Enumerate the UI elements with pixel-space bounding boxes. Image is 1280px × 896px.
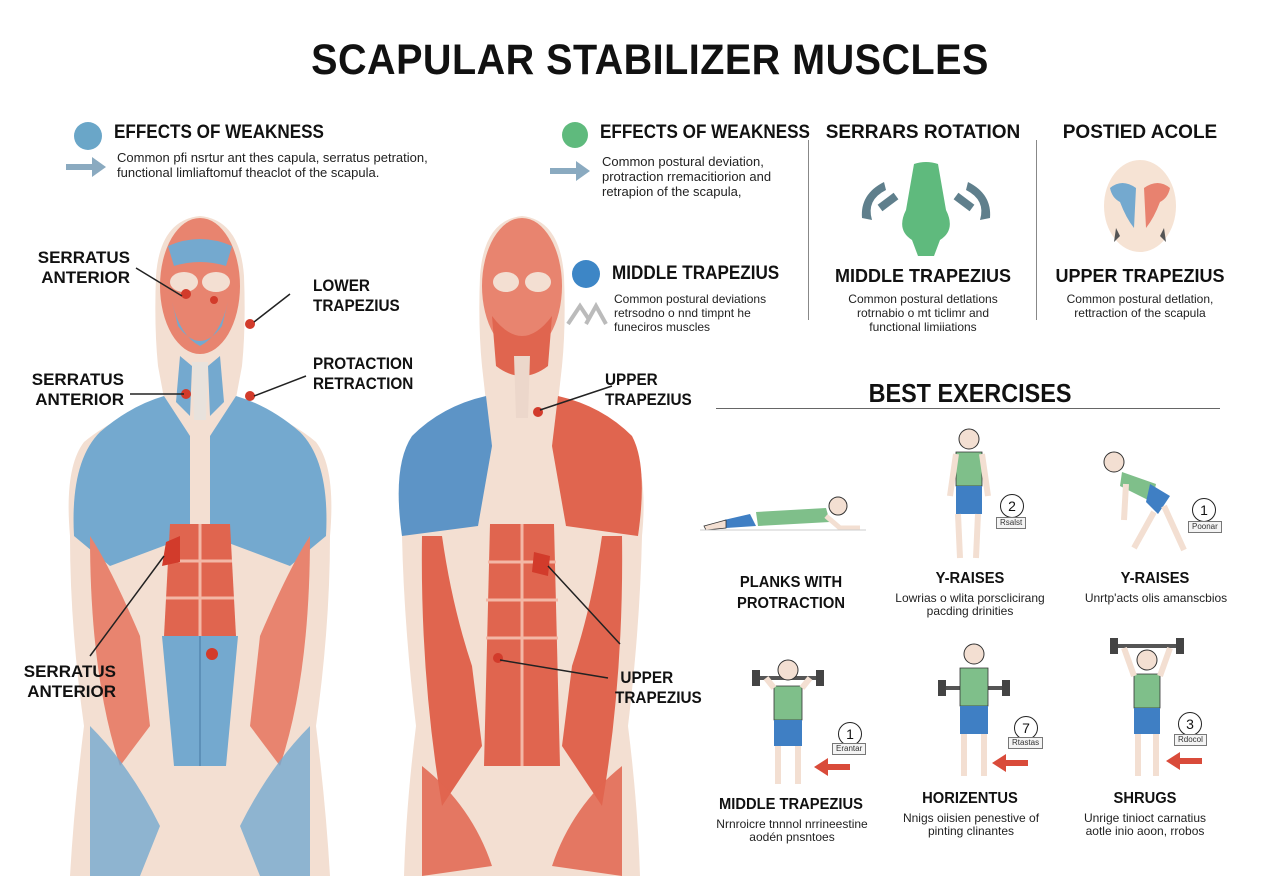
label-lower-trapezius: LOWER TRAPEZIUS — [313, 276, 400, 315]
info-text-line: protraction rremacitiorion and — [602, 169, 772, 184]
exercise-tag: Poonar — [1188, 521, 1222, 533]
arrow-right-icon — [550, 161, 590, 181]
panel-text-line: rotrnabio o mt ticlimr and — [856, 306, 990, 320]
arrow-left-icon — [992, 754, 1028, 772]
arrow-left-icon — [1166, 752, 1202, 770]
panel-postied-acole: POSTIED ACOLE UPPER TRAPEZIUS Common pos… — [1040, 120, 1240, 340]
blue-dot-icon — [74, 122, 102, 150]
crossed-arrows-icon — [566, 301, 608, 326]
panel-subheading: MIDDLE TRAPEZIUS — [834, 266, 1011, 286]
panel-text-line: functional limiiations — [869, 320, 977, 334]
panel-text-line: rettraction of the scapula — [1074, 306, 1206, 320]
exercise-desc: Unrige tinioct carnatius — [1083, 811, 1207, 825]
exercise-tag: Rdocol — [1174, 734, 1207, 746]
label-serratus-anterior-middle: SERRATUS ANTERIOR — [31, 370, 124, 409]
anatomy-figure-left — [68, 216, 332, 876]
info-heading: MIDDLE TRAPEZIUS — [612, 263, 780, 284]
info-block-weakness-2: EFFECTS OF WEAKNESS Common postural devi… — [548, 120, 810, 200]
blue-dot-icon — [572, 260, 600, 288]
exercise-name: MIDDLE TRAPEZIUS — [719, 796, 863, 813]
divider — [1036, 140, 1037, 320]
exercise-name: SHRUGS — [1113, 790, 1177, 807]
plank-figure-icon — [700, 496, 866, 531]
divider — [808, 140, 809, 320]
info-heading: EFFECTS OF WEAKNESS — [600, 122, 810, 143]
info-text-line: Common pfi nsrtur ant thes capula, serra… — [117, 150, 428, 165]
label-protaction-retraction: PROTACTION RETRACTION — [313, 354, 414, 393]
exercise-badge: 1 — [838, 722, 862, 746]
exercise-desc: Lowrias o wlita porsclicirang — [895, 591, 1045, 605]
exercise-name: Y-RAISES — [935, 570, 1005, 587]
exercise-tag: Erantar — [832, 743, 867, 755]
exercise-desc: aotle inio aoon, rrobos — [1085, 824, 1205, 838]
exercise-desc: aodén pnsntoes — [749, 830, 835, 844]
panel-text-line: Common postural detlation, — [1066, 292, 1214, 306]
rotation-muscle-icon — [861, 162, 991, 256]
label-serratus-anterior-bottom: SERRATUS ANTERIOR — [23, 662, 116, 701]
panel-text-line: Common postural detlations — [848, 292, 998, 306]
exercise-badge: 3 — [1178, 712, 1202, 736]
anatomy-figure-right — [398, 216, 644, 876]
label-serratus-anterior-top: SERRATUS ANTERIOR — [37, 248, 130, 287]
exercises-divider — [716, 408, 1220, 409]
exercise-name: PLANKS WITH PROTRACTION — [737, 574, 845, 612]
panel-serrars-rotation: SERRARS ROTATION MIDDLE TRAPEZIUS Common… — [812, 120, 1034, 340]
barbell-row-figure-icon — [938, 643, 1010, 776]
exercise-desc: Nrnroicre tnnnol nrrineestine — [716, 817, 868, 831]
info-text-line: funeciros muscles — [614, 320, 711, 334]
green-dot-icon — [562, 122, 588, 148]
exercise-badge: 2 — [1000, 494, 1024, 518]
overhead-press-figure-icon — [1110, 638, 1184, 776]
info-heading: EFFECTS OF WEAKNESS — [114, 122, 324, 143]
info-block-weakness-1: EFFECTS OF WEAKNESS Common pfi nsrtur an… — [66, 120, 534, 190]
exercises-heading: BEST EXERCISES — [868, 378, 1072, 408]
exercise-badge: 7 — [1014, 716, 1038, 740]
page-title: SCAPULAR STABILIZER MUSCLES — [311, 36, 989, 84]
panel-heading: SERRARS ROTATION — [825, 122, 1021, 143]
info-text-line: Common postural deviations — [614, 292, 767, 306]
info-text-line: functional limliaftomuf theaclot of the … — [117, 165, 380, 180]
arrow-right-icon — [66, 157, 106, 177]
info-text-line: Common postural deviation, — [602, 154, 764, 169]
exercise-desc: Unrtp'acts olis amanscbios — [1084, 591, 1228, 605]
info-text-line: retrsodno o nnd timpnt he — [614, 306, 751, 320]
exercise-desc: Nnigs oiisien penestive of — [902, 811, 1040, 825]
exercise-tag: Rsalst — [996, 517, 1027, 529]
exercise-desc: pinting clinantes — [927, 824, 1015, 838]
bending-figure-icon — [1103, 451, 1187, 552]
info-block-middle-trapezius: MIDDLE TRAPEZIUS Common postural deviati… — [560, 258, 810, 338]
panel-heading: POSTIED ACOLE — [1062, 122, 1218, 143]
exercise-desc: pacding drinities — [926, 604, 1014, 618]
scapula-muscle-icon — [1104, 160, 1176, 252]
exercise-tag: Rtastas — [1008, 737, 1044, 749]
exercise-name: Y-RAISES — [1120, 570, 1190, 587]
label-upper-trapezius-bottom: UPPER TRAPEZIUS — [615, 668, 702, 707]
arrow-left-icon — [814, 758, 850, 776]
barbell-figure-icon — [752, 659, 824, 784]
label-upper-trapezius-top: UPPER TRAPEZIUS — [605, 370, 692, 409]
exercise-name: HORIZENTUS — [922, 790, 1018, 807]
standing-figure-icon — [947, 428, 991, 559]
info-text-line: retrapion of the scapula, — [602, 184, 742, 199]
exercise-badge: 1 — [1192, 498, 1216, 522]
panel-subheading: UPPER TRAPEZIUS — [1055, 266, 1225, 286]
